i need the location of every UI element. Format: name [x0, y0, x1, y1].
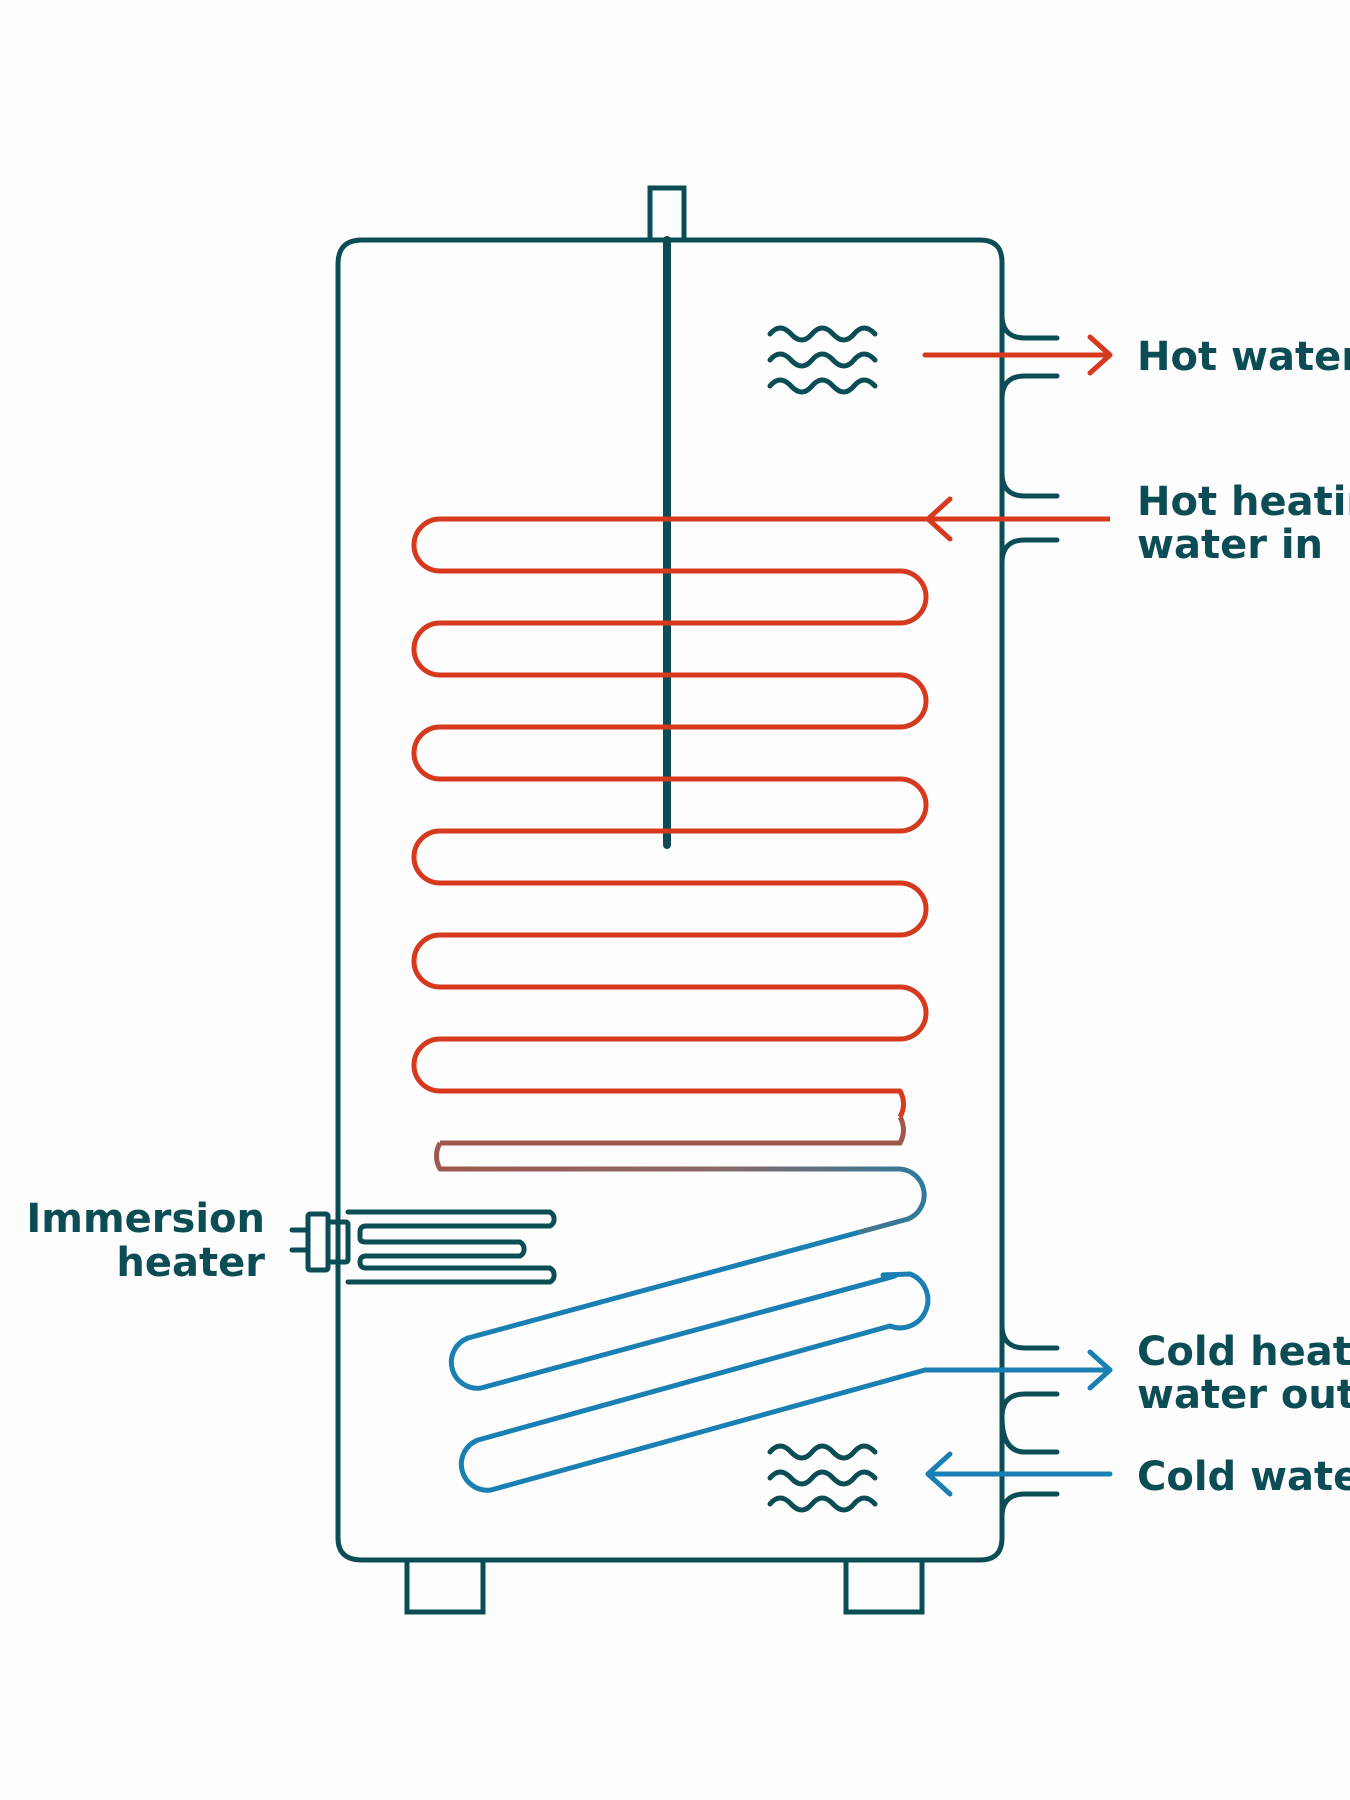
label-immersion-heater-line2: heater	[116, 1240, 265, 1286]
label-hot-heating-in-line2: water in	[1137, 522, 1323, 568]
hot-heating-in-arrow	[925, 496, 953, 542]
cold-water-in-arrow	[925, 1451, 1113, 1497]
wavy-water-icon-top	[767, 325, 878, 395]
tank-foot-right	[843, 1557, 925, 1615]
heating-coil-hot	[411, 516, 1110, 1119]
heating-element-icon	[289, 1209, 557, 1285]
tank-body	[335, 237, 1005, 1563]
label-cold-heating-out-line2: water out	[1137, 1372, 1350, 1418]
heating-coil-transition-upper	[440, 1115, 906, 1146]
top-cap	[647, 185, 687, 243]
pipe-notches	[999, 312, 1060, 1520]
wavy-water-icon-bottom	[767, 1443, 878, 1513]
hot-water-out-arrow	[922, 334, 1113, 376]
tank-foot-left	[404, 1557, 486, 1615]
label-immersion-heater-line1: Immersion	[26, 1196, 265, 1242]
label-hot-water-out: Hot water o	[1137, 334, 1350, 380]
cold-heating-out-arrow	[922, 1349, 1113, 1391]
label-cold-heating-out-line1: Cold heatin	[1137, 1329, 1350, 1375]
label-cold-water-in: Cold water	[1137, 1454, 1350, 1500]
heating-coil-cold	[448, 1229, 1010, 1493]
heating-coil-transition	[434, 1141, 927, 1235]
label-hot-heating-in-line1: Hot heatin	[1137, 479, 1350, 525]
